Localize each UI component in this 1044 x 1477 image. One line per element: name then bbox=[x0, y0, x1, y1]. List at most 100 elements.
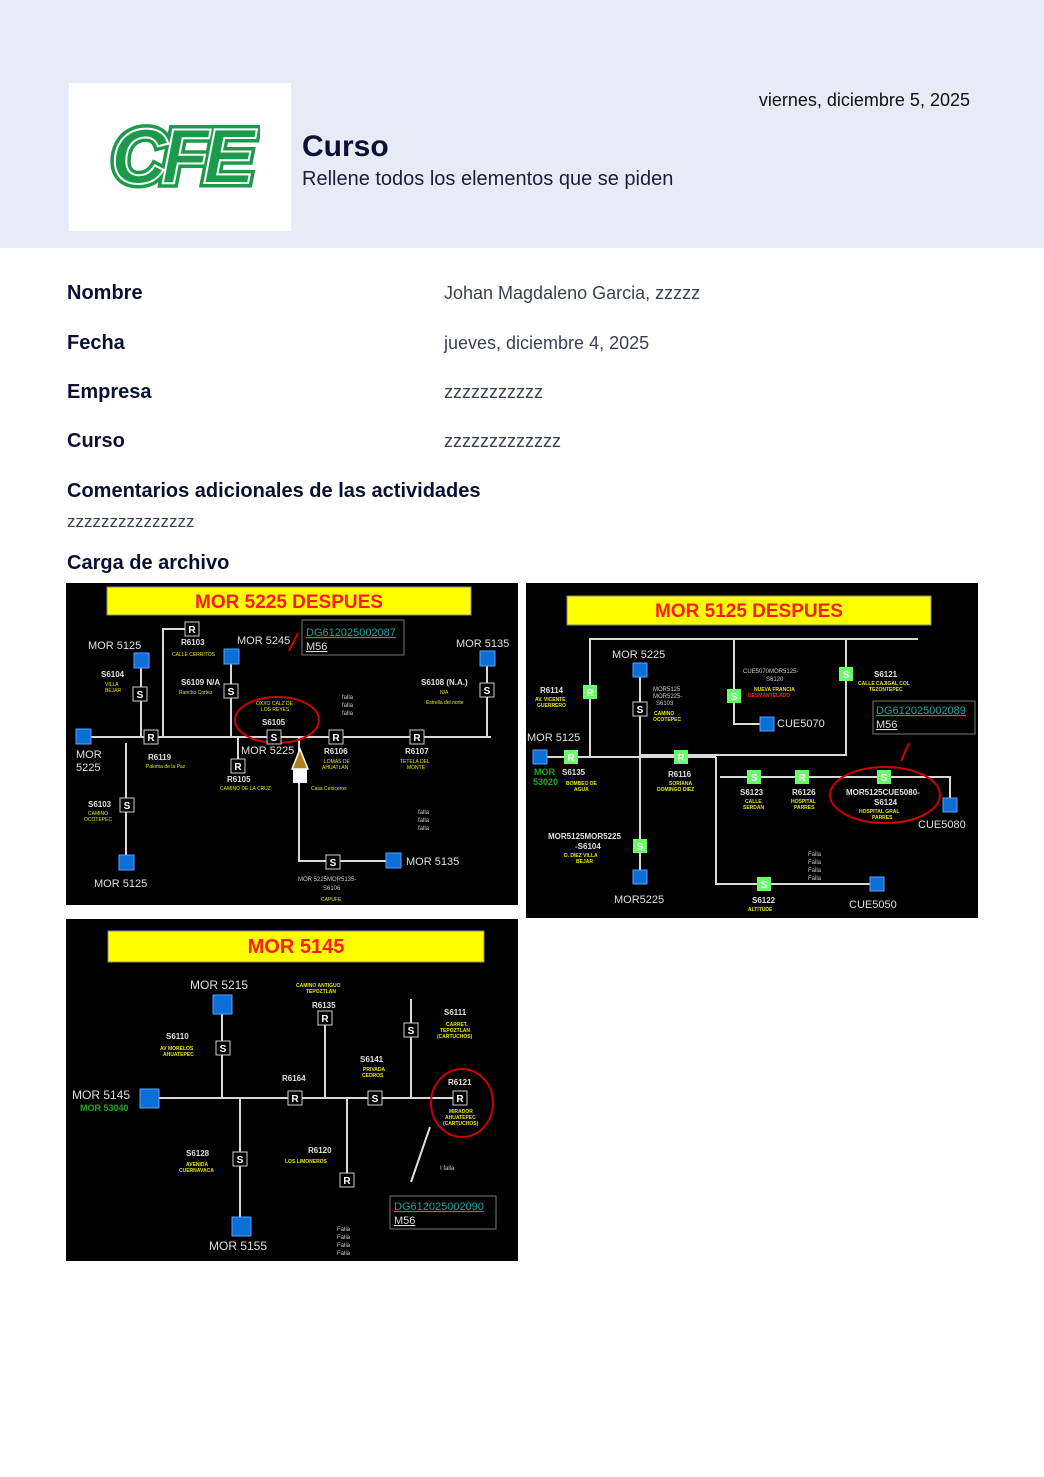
svg-text:MOR 53040: MOR 53040 bbox=[80, 1103, 129, 1113]
svg-text:S6111: S6111 bbox=[444, 1008, 467, 1017]
svg-text:Falla: Falla bbox=[337, 1251, 351, 1257]
page-subtitle: Rellene todos los elementos que se piden bbox=[302, 168, 674, 190]
svg-text:falla: falla bbox=[418, 810, 430, 816]
svg-text:S: S bbox=[237, 1155, 244, 1166]
svg-text:R6116: R6116 bbox=[668, 770, 692, 779]
svg-text:5225: 5225 bbox=[76, 762, 100, 774]
comments-label: Comentarios adicionales de las actividad… bbox=[67, 480, 481, 502]
svg-text:TETELA DEL: TETELA DEL bbox=[400, 759, 430, 765]
comments-value: zzzzzzzzzzzzzzz bbox=[67, 512, 195, 531]
svg-text:CARRET.: CARRET. bbox=[446, 1022, 468, 1028]
svg-text:MOR5125MOR5225: MOR5125MOR5225 bbox=[548, 832, 621, 841]
svg-text:CAMINO ANTIGUO: CAMINO ANTIGUO bbox=[296, 983, 341, 989]
svg-text:Falla: Falla bbox=[337, 1243, 351, 1249]
svg-text:R: R bbox=[586, 688, 594, 699]
svg-text:R6107: R6107 bbox=[405, 747, 429, 756]
svg-text:AHUATLAN: AHUATLAN bbox=[322, 765, 349, 771]
svg-text:AV. VICENTE: AV. VICENTE bbox=[535, 697, 566, 703]
svg-text:VILLA: VILLA bbox=[105, 682, 119, 688]
field-value-curso: zzzzzzzzzzzzz bbox=[444, 431, 561, 451]
svg-text:OCOTEPEC: OCOTEPEC bbox=[653, 717, 681, 723]
svg-text:Paloma de la Paz: Paloma de la Paz bbox=[146, 764, 186, 770]
svg-text:MOR: MOR bbox=[534, 767, 555, 777]
svg-text:AHUATEPEC: AHUATEPEC bbox=[163, 1052, 194, 1058]
svg-text:CAMINO: CAMINO bbox=[88, 811, 108, 817]
svg-text:CAMINO: CAMINO bbox=[654, 711, 674, 717]
svg-text:MOR: MOR bbox=[76, 749, 102, 761]
svg-text:MOR 5135: MOR 5135 bbox=[456, 638, 509, 650]
svg-text:CUE5080: CUE5080 bbox=[918, 819, 966, 831]
svg-text:S: S bbox=[271, 733, 278, 744]
svg-text:MOR 5215: MOR 5215 bbox=[190, 978, 248, 992]
svg-text:Falla: Falla bbox=[808, 868, 822, 874]
svg-text:S6106: S6106 bbox=[323, 886, 341, 892]
svg-text:S: S bbox=[761, 880, 768, 891]
svg-text:CUE5070MOR5125-: CUE5070MOR5125- bbox=[743, 669, 798, 675]
svg-text:NUEVA FRANCIA: NUEVA FRANCIA bbox=[754, 687, 795, 693]
svg-text:falla: falla bbox=[342, 695, 354, 701]
svg-text:PARRES: PARRES bbox=[794, 805, 815, 811]
upload-label: Carga de archivo bbox=[67, 552, 230, 574]
svg-text:LOS LIMONEROS: LOS LIMONEROS bbox=[285, 1159, 328, 1165]
svg-text:S: S bbox=[484, 686, 491, 697]
svg-text:falla: falla bbox=[342, 711, 354, 717]
svg-text:ALTITUDE: ALTITUDE bbox=[748, 907, 773, 913]
svg-text:S: S bbox=[372, 1094, 379, 1105]
svg-text:Casa Ceniceros: Casa Ceniceros bbox=[311, 786, 347, 792]
svg-text:R: R bbox=[291, 1094, 299, 1105]
svg-text:53020: 53020 bbox=[533, 777, 558, 787]
svg-text:MOR5125CUE5080-: MOR5125CUE5080- bbox=[846, 788, 920, 797]
svg-text:R: R bbox=[567, 753, 575, 764]
svg-text:MOR5125: MOR5125 bbox=[653, 687, 681, 693]
svg-text:S6124: S6124 bbox=[874, 798, 898, 807]
svg-text:S: S bbox=[330, 858, 337, 869]
svg-text:R: R bbox=[456, 1094, 464, 1105]
svg-text:S6120: S6120 bbox=[766, 677, 784, 683]
svg-text:BOMBEO DE: BOMBEO DE bbox=[566, 781, 598, 787]
page-header: CFE CFE Curso Rellene todos los elemento… bbox=[0, 0, 1044, 248]
uploaded-image-mor5225[interactable]: MOR 5225 DESPUES bbox=[66, 583, 518, 905]
svg-text:CUE5070: CUE5070 bbox=[777, 718, 825, 730]
svg-text:R: R bbox=[332, 733, 340, 744]
svg-text:S6123: S6123 bbox=[740, 788, 764, 797]
svg-text:falla: falla bbox=[418, 826, 430, 832]
svg-text:MOR 5245: MOR 5245 bbox=[237, 635, 290, 647]
svg-text:CFE: CFE bbox=[111, 117, 257, 197]
svg-text:M56: M56 bbox=[876, 719, 897, 731]
svg-text:Rancho Cortez: Rancho Cortez bbox=[179, 690, 213, 696]
svg-text:MIRADOR: MIRADOR bbox=[449, 1109, 473, 1115]
svg-text:S6135: S6135 bbox=[562, 768, 586, 777]
svg-text:OXXO CALZ DE: OXXO CALZ DE bbox=[256, 701, 294, 707]
svg-text:S: S bbox=[124, 801, 131, 812]
svg-text:Falla: Falla bbox=[808, 876, 822, 882]
field-value-empresa: zzzzzzzzzzz bbox=[444, 382, 543, 402]
svg-text:M56: M56 bbox=[394, 1215, 415, 1227]
svg-text:MOR 5125: MOR 5125 bbox=[88, 640, 141, 652]
svg-text:CALLE CERRITOS: CALLE CERRITOS bbox=[172, 652, 216, 658]
field-label-curso: Curso bbox=[67, 430, 125, 452]
svg-text:CFE: CFE bbox=[111, 117, 257, 197]
svg-text:OCOTEPEC: OCOTEPEC bbox=[84, 817, 112, 823]
uploaded-image-mor5125[interactable]: MOR 5125 DESPUES bbox=[526, 583, 978, 918]
field-label-fecha: Fecha bbox=[67, 332, 125, 354]
svg-text:S: S bbox=[751, 773, 758, 784]
svg-text:R: R bbox=[147, 733, 155, 744]
field-value-nombre: Johan Magdaleno Garcia, zzzzz bbox=[444, 283, 701, 303]
svg-text:MOR5225-: MOR5225- bbox=[653, 694, 682, 700]
svg-text:DOMINGO DIEZ: DOMINGO DIEZ bbox=[657, 787, 694, 793]
svg-text:MOR 5145: MOR 5145 bbox=[248, 936, 345, 958]
svg-text:R6105: R6105 bbox=[227, 775, 251, 784]
svg-text:(CARTUCHOS): (CARTUCHOS) bbox=[437, 1034, 473, 1040]
svg-text:MOR 5155: MOR 5155 bbox=[209, 1239, 267, 1253]
svg-text:S6121: S6121 bbox=[874, 670, 898, 679]
network-diagram-mor5225: MOR 5225 DESPUES bbox=[75, 586, 509, 903]
svg-text:S: S bbox=[637, 842, 644, 853]
field-value-fecha: jueves, diciembre 4, 2025 bbox=[444, 333, 650, 353]
svg-text:HOSPITAL: HOSPITAL bbox=[791, 799, 816, 805]
svg-text:R6126: R6126 bbox=[792, 788, 816, 797]
svg-text:MONTE: MONTE bbox=[407, 765, 426, 771]
svg-text:R: R bbox=[413, 733, 421, 744]
svg-text:S: S bbox=[228, 687, 235, 698]
